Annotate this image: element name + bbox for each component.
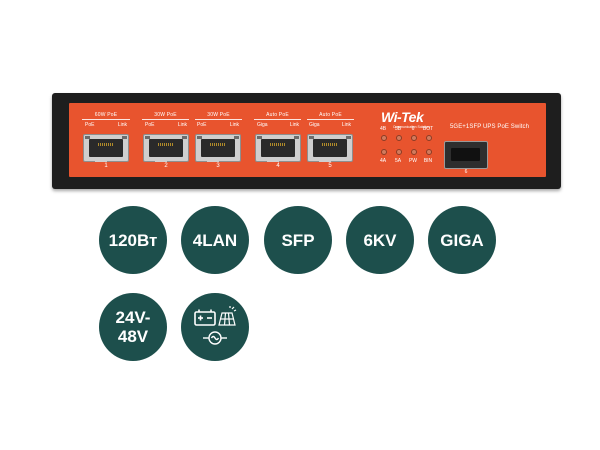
group-title: 30W PoE xyxy=(207,112,230,118)
port-group-auto: Auto PoE Auto PoE Giga Link 4 Giga Link xyxy=(251,112,357,169)
port-led-label-right: Link xyxy=(341,122,351,128)
port-number: 3 xyxy=(216,163,220,169)
port-led-label-left: PoE xyxy=(197,122,207,128)
group-divider xyxy=(307,119,354,120)
badge-label-line1: 24V- xyxy=(115,308,151,327)
port-led-label-left: Giga xyxy=(309,122,320,128)
brand-logo: Wi-Tek Communication Solution xyxy=(381,109,441,133)
badge-surge: 6KV xyxy=(346,206,414,274)
badge-lan: 4LAN xyxy=(181,206,249,274)
sfp-port-number: 6 xyxy=(464,169,468,175)
led-label: BOT xyxy=(422,126,434,132)
status-led-icon xyxy=(411,149,417,155)
badge-label: 4LAN xyxy=(192,230,238,250)
port-led-label-right: Link xyxy=(177,122,187,128)
port-led-label-left: PoE xyxy=(145,122,155,128)
rj45-jack-icon xyxy=(195,134,241,162)
group-divider xyxy=(195,119,242,120)
port-number: 2 xyxy=(164,163,168,169)
port-led-label-right: Link xyxy=(117,122,127,128)
status-led-icon xyxy=(381,135,387,141)
led-label: 4B xyxy=(379,126,387,132)
rj45-jack-icon xyxy=(143,134,189,162)
ac-power-icon xyxy=(203,331,227,345)
status-led-icon xyxy=(381,149,387,155)
port-led-label-right: Link xyxy=(289,122,299,128)
brand-subtitle: Communication Solution xyxy=(393,125,430,129)
brand-name: Wi-Tek xyxy=(381,109,424,125)
badge-label: 6KV xyxy=(363,230,397,250)
group-title: 30W PoE xyxy=(154,112,177,118)
battery-icon xyxy=(194,309,216,326)
group-divider xyxy=(254,119,301,120)
sfp-port-icon xyxy=(444,141,488,169)
model-label: 5GE+1SFP UPS PoE Switch xyxy=(450,124,530,130)
led-label: 5B xyxy=(394,126,402,132)
badge-label: GIGA xyxy=(440,230,484,250)
led-label: 6 xyxy=(411,126,415,132)
ethernet-port-3: PoE Link 3 xyxy=(193,122,243,174)
led-label: 4A xyxy=(379,158,387,164)
ethernet-port-4: Giga Link 4 xyxy=(253,122,303,174)
ethernet-port-5: Giga Link 5 xyxy=(305,122,355,174)
status-led-icon xyxy=(411,135,417,141)
led-label: PW xyxy=(408,158,418,164)
solar-panel-icon xyxy=(218,306,237,326)
ethernet-port-1: PoE Link 1 xyxy=(81,122,131,174)
poe-switch-device: 60W PoE PoE Link 1 30W PoE 30W PoE PoE xyxy=(52,93,561,189)
badge-power: 120Вт xyxy=(99,206,167,274)
rj45-jack-icon xyxy=(83,134,129,162)
ethernet-port-2: PoE Link 2 xyxy=(141,122,191,174)
group-title: Auto PoE xyxy=(266,112,289,118)
port-group-60w: 60W PoE PoE Link 1 xyxy=(79,112,133,169)
group-title: 60W PoE xyxy=(94,112,118,118)
status-led-icon xyxy=(426,135,432,141)
badge-voltage: 24V- 48V xyxy=(99,293,167,361)
group-title: Auto PoE xyxy=(319,112,342,118)
port-number: 5 xyxy=(328,163,332,169)
group-divider xyxy=(82,119,130,120)
badge-label: SFP xyxy=(281,230,315,250)
badge-giga: GIGA xyxy=(428,206,496,274)
port-number: 4 xyxy=(276,163,280,169)
status-led-icon xyxy=(426,149,432,155)
port-led-label-right: Link xyxy=(229,122,239,128)
port-number: 1 xyxy=(104,163,108,169)
port-led-label-left: Giga xyxy=(257,122,268,128)
front-panel: 60W PoE PoE Link 1 30W PoE 30W PoE PoE xyxy=(69,103,546,177)
badge-label: 120Вт xyxy=(108,230,158,250)
badge-label-line2: 48V xyxy=(117,327,149,346)
group-divider xyxy=(142,119,189,120)
status-led-icon xyxy=(396,135,402,141)
badge-sfp: SFP xyxy=(264,206,332,274)
led-label: BIN xyxy=(423,158,433,164)
port-group-30w: 30W PoE 30W PoE PoE Link 2 PoE Link xyxy=(139,112,245,169)
led-label: 5A xyxy=(394,158,402,164)
rj45-jack-icon xyxy=(255,134,301,162)
badge-power-sources xyxy=(181,293,249,361)
rj45-jack-icon xyxy=(307,134,353,162)
status-led-icon xyxy=(396,149,402,155)
port-led-label-left: PoE xyxy=(85,122,95,128)
